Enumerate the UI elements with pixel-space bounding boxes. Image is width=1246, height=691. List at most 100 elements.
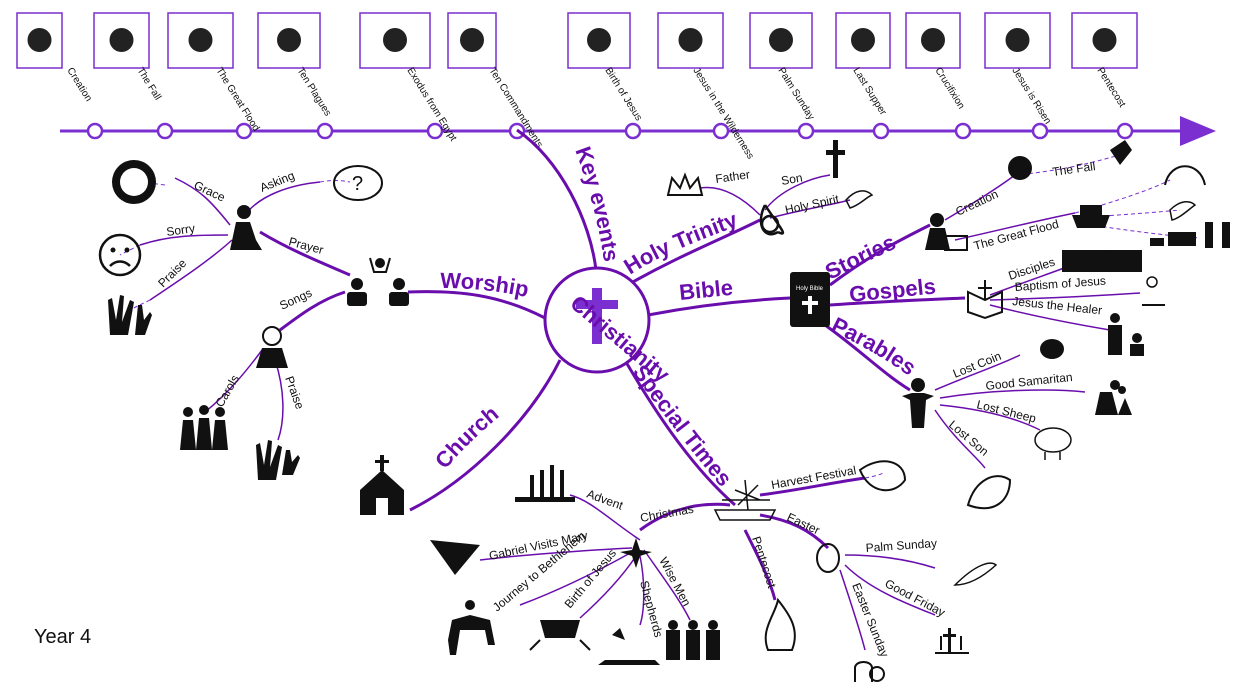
bible-icon: Holy Bible: [790, 272, 830, 327]
lost-son-icon: [966, 475, 1012, 510]
easter-line: [759, 513, 830, 550]
shepherds-icon: [598, 628, 660, 665]
timeline-node: [86, 122, 104, 140]
healer-icon: [1108, 313, 1144, 356]
timeline-node: [316, 122, 334, 140]
christmas-birth: Birth of Jesus: [562, 546, 619, 611]
samaritan-icon: [1095, 380, 1132, 415]
starburst-icon: [713, 479, 777, 521]
timeline-label: Last Supper: [850, 66, 888, 118]
worship-prayer: Prayer: [287, 234, 325, 257]
exodus-icon-glyph: [383, 28, 407, 52]
prayer-sorry: Sorry: [165, 221, 195, 239]
palm-icon: [953, 562, 998, 586]
donkey-journey-icon: [448, 600, 495, 655]
timeline-node: [954, 122, 972, 140]
timeline-node: [712, 122, 730, 140]
ark-icon-glyph: [188, 28, 213, 52]
globe-icon: [1008, 156, 1032, 180]
timeline-label: The Great Flood: [213, 66, 261, 134]
songs-line: [279, 290, 346, 332]
song-carols: Carols: [212, 372, 241, 409]
story-great-flood: The Great Flood: [972, 217, 1060, 253]
cross-icon: [592, 288, 602, 344]
christmas-line: [639, 502, 731, 532]
chalice-icon-glyph: [851, 28, 875, 52]
timeline-label: Pentecost: [1094, 66, 1127, 110]
palm-sunday-icon: [749, 12, 813, 69]
branch-trinity-line: [621, 218, 761, 290]
worship-people-icon: [347, 257, 409, 306]
timeline-node: [156, 122, 174, 140]
branch-key-events-line: [516, 128, 598, 271]
carol-singers-icon: [180, 405, 228, 450]
timeline-node: [235, 122, 253, 140]
disciples-icon: [1062, 250, 1142, 272]
praise-hands-icon: [108, 295, 152, 335]
prayer-line: [259, 230, 351, 277]
cornucopia-icon: [858, 460, 907, 492]
tree-icon: [1110, 140, 1132, 165]
parable-lost-coin: Lost Coin: [951, 349, 1003, 381]
prayer-asking: Asking: [258, 168, 297, 194]
easter-palm-sunday: Palm Sunday: [865, 536, 937, 555]
timeline-node: [1116, 122, 1134, 140]
branch-stories: Stories: [821, 229, 899, 284]
song-praise: Praise: [282, 374, 307, 411]
year-label: Year 4: [34, 626, 92, 648]
branch-parables-line: [824, 323, 911, 392]
question-bubble-icon: ?: [333, 165, 383, 201]
jesus-figure-icon: [902, 378, 934, 428]
trinity-father: Father: [714, 167, 750, 186]
cross-son-icon: [833, 140, 838, 178]
timeline-label: Palm Sunday: [775, 66, 816, 122]
center-node: Christianity: [543, 266, 675, 388]
timeline-node: [624, 122, 642, 140]
story-the-fall: The Fall: [1051, 159, 1096, 179]
trinity-knot-icon: [759, 204, 785, 236]
rainbow-icon: [1164, 165, 1206, 186]
timeline-label: Jesus is Risen: [1009, 66, 1052, 127]
branch-worship-line: [407, 290, 546, 320]
wilderness-icon-glyph: [678, 28, 703, 52]
branch-stories-line: [829, 223, 931, 287]
timeline-node: [426, 122, 444, 140]
tomb-icon-glyph: [1005, 28, 1030, 52]
church-icon: [360, 455, 404, 515]
story-creation: Creation: [953, 187, 1000, 219]
timeline-node: [797, 122, 815, 140]
christmas-advent: Advent: [585, 487, 626, 513]
easter-good-friday: Good Friday: [883, 576, 948, 619]
crosses-icon-glyph: [921, 28, 945, 52]
praise-hands-icon-2: [256, 440, 300, 480]
branch-bible-line: [647, 296, 791, 317]
crown-icon: [666, 172, 704, 196]
manger-icon: [529, 620, 591, 651]
tree-serpent-icon-glyph: [109, 28, 134, 52]
branch-church-line: [409, 359, 562, 512]
animals-icon: [1150, 222, 1230, 248]
pentecost-line: [743, 529, 777, 601]
branch-key-events: Key events: [570, 143, 624, 263]
christmas-wise-men: Wise Men: [656, 555, 693, 609]
branch-special-line: [624, 361, 736, 507]
gospel-book-icon: [967, 280, 1003, 320]
timeline-label: Ten Plagues: [294, 66, 332, 119]
dove-flood-icon: [1169, 200, 1197, 221]
parable-lost-son: Lost Son: [946, 418, 991, 459]
timeline-label: Jesus in the Wilderness: [690, 66, 755, 161]
gospel-baptism: Baptism of Jesus: [1014, 274, 1106, 294]
singer-icon: [256, 326, 288, 368]
branch-parables: Parables: [828, 312, 921, 380]
timeline-label: Crucifixion: [932, 66, 966, 111]
nativity-icon-glyph: [587, 28, 611, 52]
star-icon: [620, 538, 652, 568]
angel-gabriel-icon: [430, 540, 480, 575]
flame-icon: [764, 597, 796, 651]
bible-title: Holy Bible: [796, 286, 824, 292]
dove-flame-icon-glyph: [1092, 28, 1117, 52]
easter-egg-icon: [816, 543, 840, 573]
ark-icon: [1072, 205, 1110, 228]
